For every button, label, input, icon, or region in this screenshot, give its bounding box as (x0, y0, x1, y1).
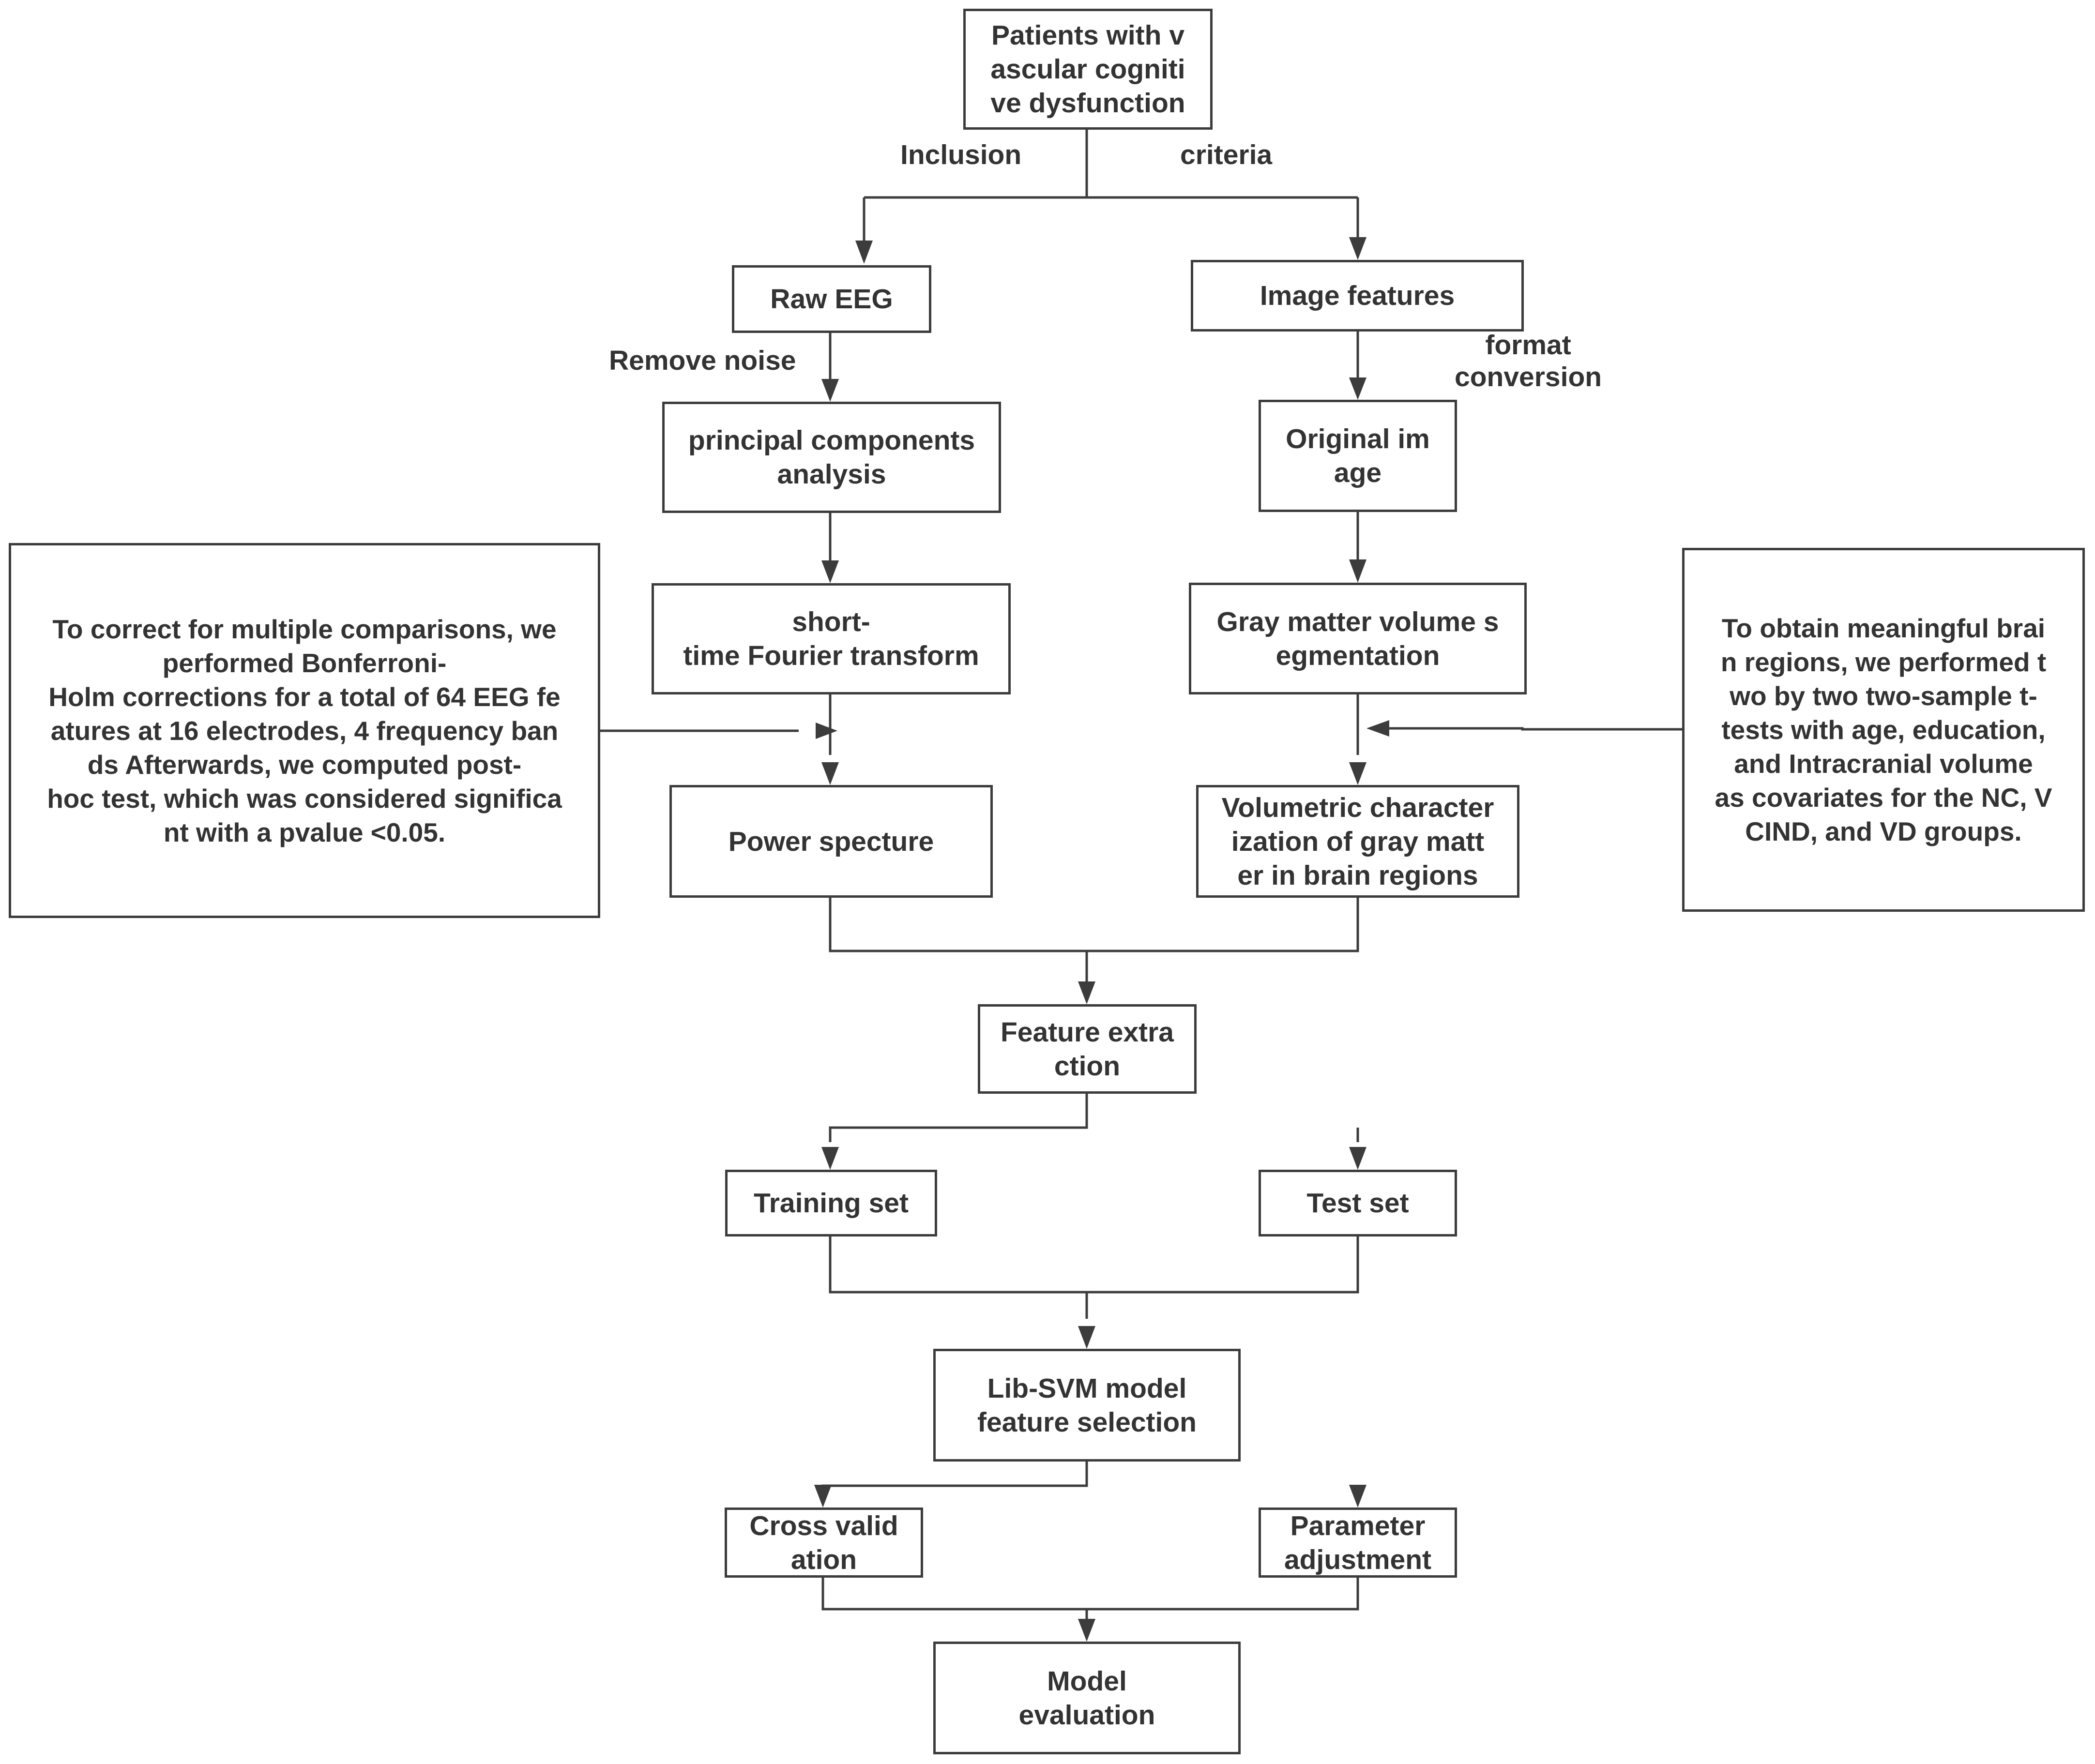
node-original-image: Original im age (1259, 400, 1457, 512)
edge-merge-eval (821, 1578, 1359, 1624)
arrowhead-power (821, 762, 839, 785)
edge-split-sets (829, 1094, 1359, 1142)
note-left-bonferroni: To correct for multiple comparisons, we … (9, 543, 600, 918)
node-power-text: Power specture (728, 826, 934, 857)
node-image-features: Image features (1191, 260, 1524, 332)
label-inclusion: Inclusion (900, 139, 1022, 170)
arrowhead-stft (821, 560, 839, 583)
arrowhead-libsvm (1078, 1326, 1095, 1349)
node-raw-eeg: Raw EEG (732, 265, 931, 333)
node-image-features-text: Image features (1260, 280, 1455, 311)
node-original-image-text: Original im age (1286, 423, 1430, 488)
node-gm-segmentation: Gray matter volume s egmentation (1189, 583, 1527, 694)
arrowhead-eval (1078, 1619, 1095, 1642)
edge-merge-libsvm (829, 1236, 1359, 1319)
node-pca-text: principal components analysis (688, 425, 975, 490)
edge-merge-feature (829, 898, 1359, 987)
note-left-text: To correct for multiple comparisons, we … (47, 614, 562, 847)
node-pca: principal components analysis (662, 402, 1001, 513)
node-training-set: Training set (725, 1170, 937, 1236)
node-stft-text: short- time Fourier transform (683, 606, 979, 671)
arrowhead-left-note (816, 723, 837, 739)
arrowhead-original (1349, 377, 1366, 400)
arrowhead-gm (1349, 559, 1366, 583)
arrowhead-pca (821, 379, 839, 402)
node-training-set-text: Training set (754, 1188, 909, 1219)
arrowhead-training (821, 1147, 839, 1170)
node-parameter-adjustment: Parameter adjustment (1259, 1508, 1457, 1578)
node-libsvm: Lib-SVM model feature selection (933, 1349, 1241, 1462)
node-volumetric-text: Volumetric character ization of gray mat… (1221, 792, 1494, 891)
node-test-set-text: Test set (1306, 1188, 1409, 1219)
node-model-evaluation-text: Model evaluation (1018, 1665, 1155, 1731)
arrowhead-param (1349, 1485, 1366, 1508)
node-gm-segmentation-text: Gray matter volume s egmentation (1216, 606, 1499, 671)
note-right-text: To obtain meaningful brai n regions, we … (1715, 613, 2052, 846)
node-libsvm-text: Lib-SVM model feature selection (977, 1372, 1197, 1438)
edge-split-cv (821, 1462, 1359, 1491)
node-feature-extraction-text: Feature extra ction (1000, 1016, 1174, 1082)
node-patients: Patients with v ascular cogniti ve dysfu… (963, 9, 1213, 130)
node-power-specture: Power specture (669, 785, 993, 898)
node-stft: short- time Fourier transform (652, 583, 1011, 694)
arrowhead-test (1349, 1147, 1366, 1170)
arrowhead-volumetric (1349, 762, 1366, 785)
arrowhead-raw-eeg (855, 241, 873, 264)
node-cross-validation: Cross valid ation (725, 1508, 923, 1578)
node-model-evaluation: Model evaluation (933, 1642, 1241, 1754)
arrowhead-feature (1078, 981, 1095, 1004)
node-feature-extraction: Feature extra ction (978, 1004, 1197, 1094)
node-test-set: Test set (1259, 1170, 1457, 1236)
label-format-conversion: format conversion (1455, 330, 1602, 392)
note-right-ttests: To obtain meaningful brai n regions, we … (1682, 548, 2085, 912)
node-raw-eeg-text: Raw EEG (770, 284, 893, 315)
edge-right-note (1389, 727, 1682, 731)
arrowhead-image-features (1349, 237, 1366, 260)
label-criteria: criteria (1180, 139, 1273, 170)
node-cross-validation-text: Cross valid ation (749, 1510, 898, 1575)
arrowhead-right-note (1366, 720, 1389, 737)
node-patients-text: Patients with v ascular cogniti ve dysfu… (990, 20, 1185, 119)
node-volumetric: Volumetric character ization of gray mat… (1196, 785, 1519, 898)
node-parameter-adjustment-text: Parameter adjustment (1284, 1510, 1432, 1575)
arrowhead-cv (814, 1485, 832, 1508)
label-remove-noise: Remove noise (609, 345, 796, 376)
